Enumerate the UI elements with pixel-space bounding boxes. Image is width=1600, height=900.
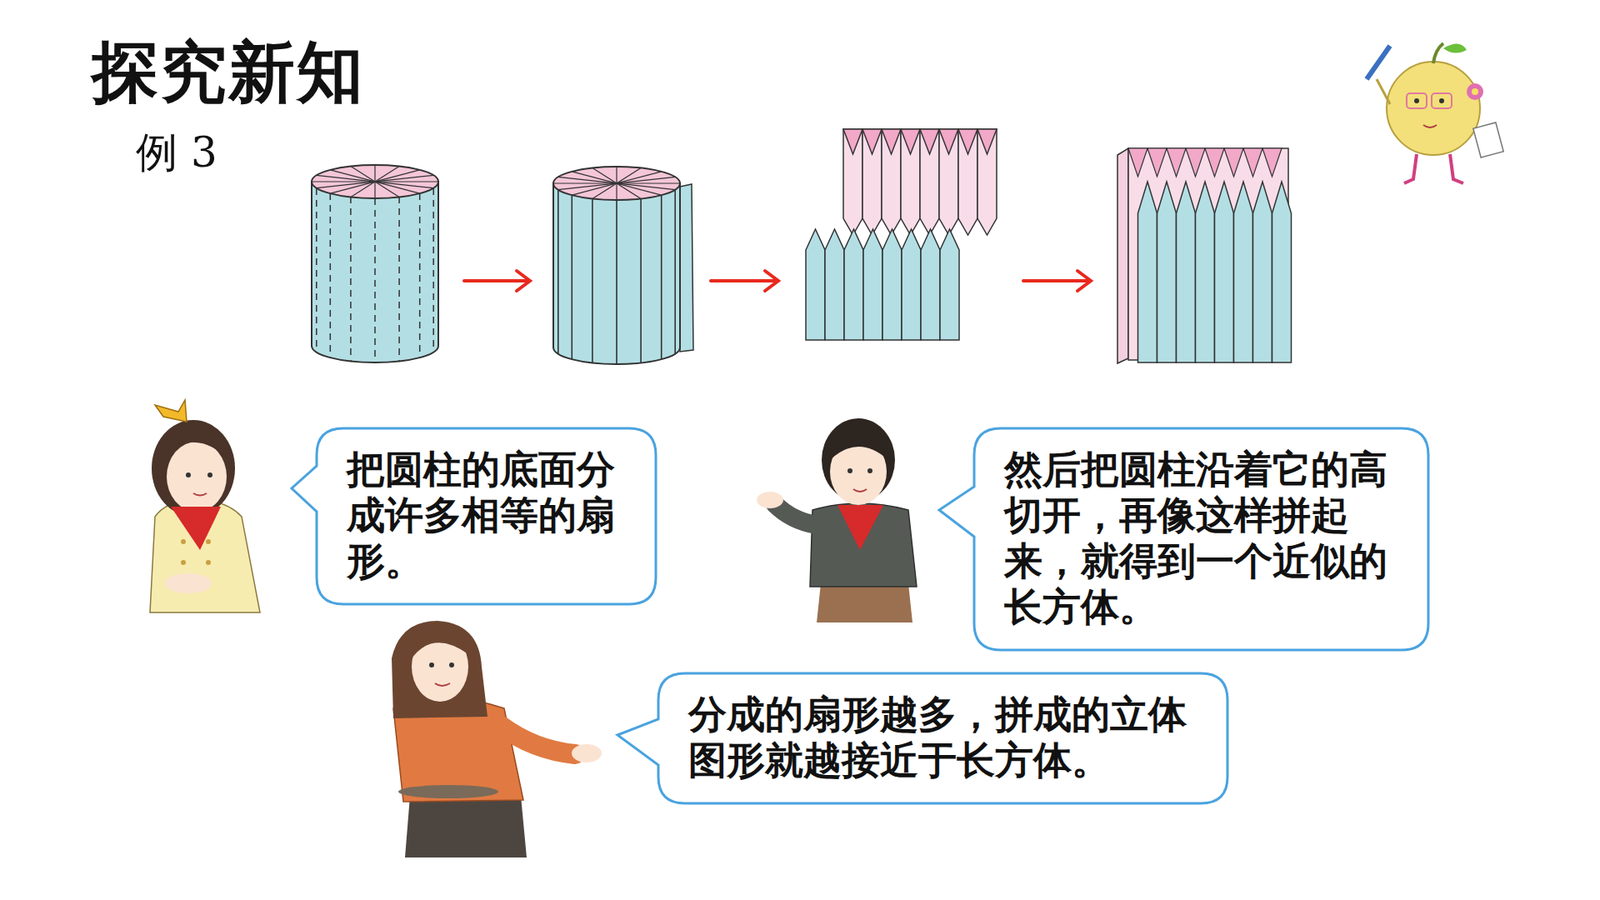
bubble-text: 分成的扇形越多，拼成的立体图形就越接近于长方体。 [688, 691, 1202, 784]
cylinder-figure [311, 165, 439, 363]
girl-figure [150, 400, 260, 613]
split-halves-figure [805, 129, 997, 340]
teacher-figure [391, 620, 602, 858]
speech-bubble: 把圆柱的底面分成许多相等的扇形。 [316, 428, 656, 605]
slide-title: 探究新知 [91, 28, 365, 119]
bubble-shape [617, 673, 1228, 804]
speech-bubble: 然后把圆柱沿着它的高切开，再像这样拼起来，就得到一个近似的长方体。 [974, 428, 1429, 650]
speech-bubble: 分成的扇形越多，拼成的立体图形就越接近于长方体。 [658, 673, 1228, 804]
example-label: 例 3 [135, 125, 218, 181]
cuboid-figure [1117, 148, 1292, 364]
step-arrow [464, 270, 1091, 291]
boy-figure [756, 418, 917, 623]
bubble-text: 把圆柱的底面分成许多相等的扇形。 [346, 446, 630, 585]
cut-cylinder-figure [553, 166, 694, 365]
bubble-text: 然后把圆柱沿着它的高切开，再像这样拼起来，就得到一个近似的长方体。 [1004, 446, 1403, 630]
bubble-shape [291, 428, 656, 605]
bubble-shape [939, 428, 1429, 650]
apple-mascot [1366, 43, 1504, 184]
